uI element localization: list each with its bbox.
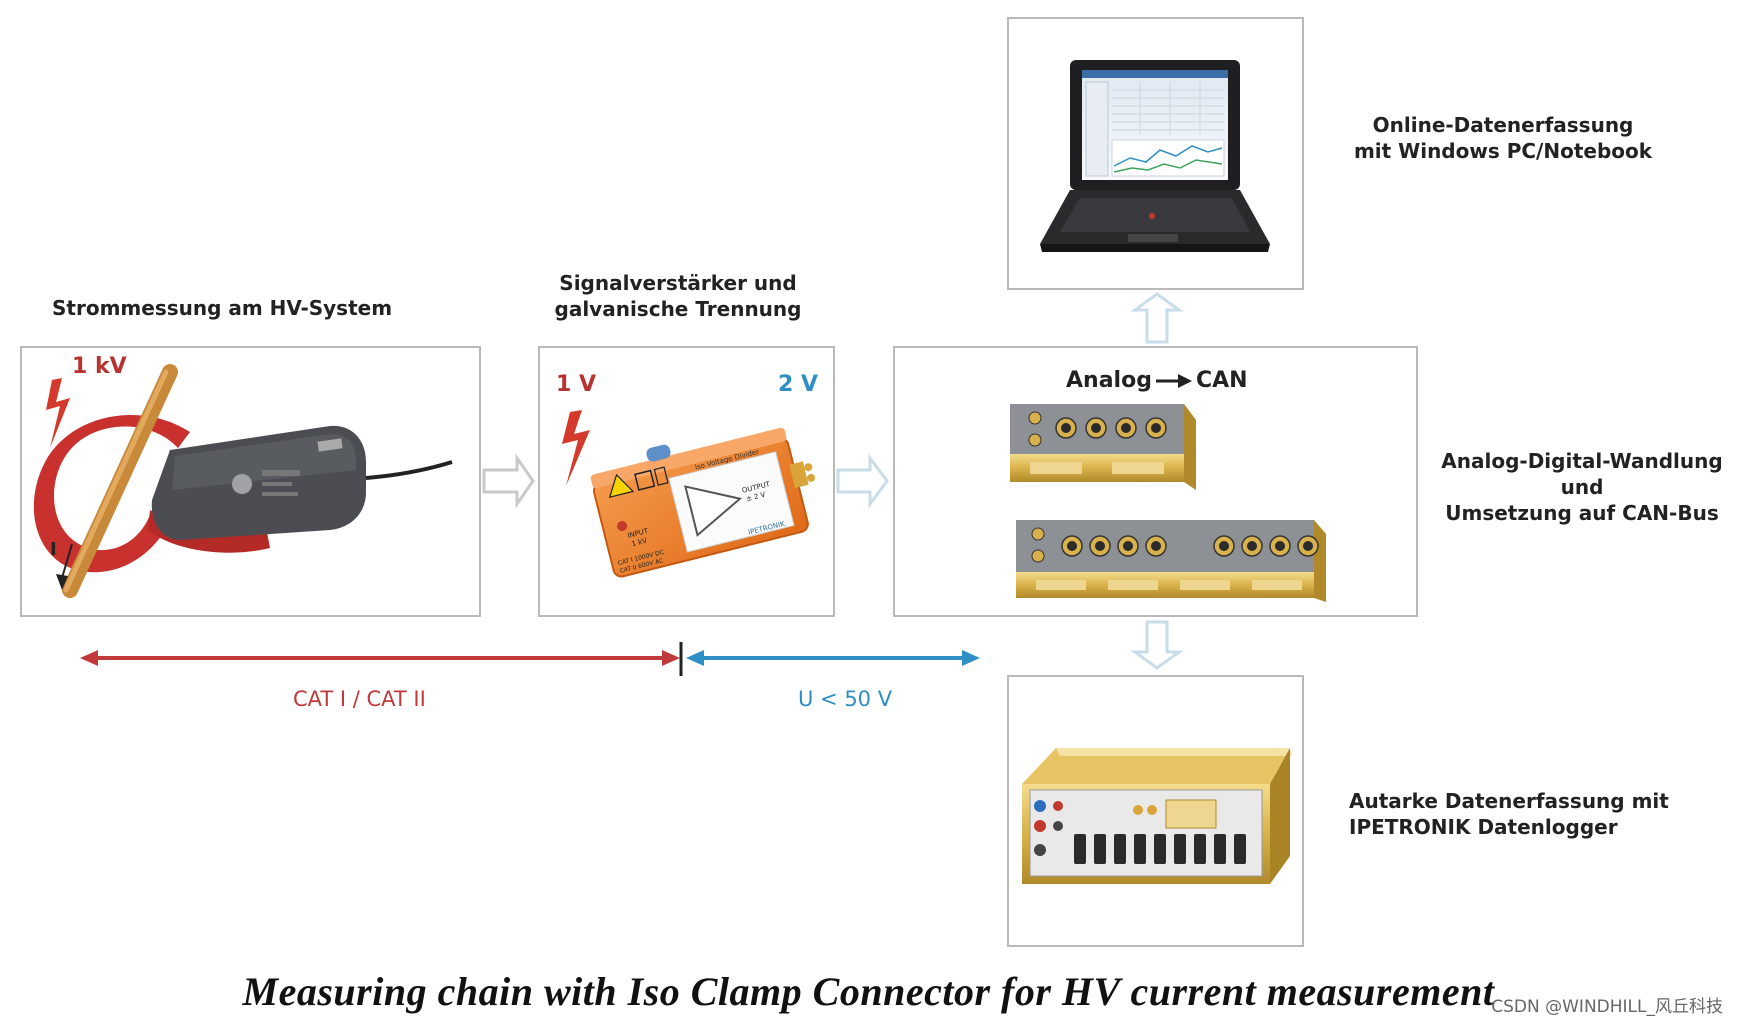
cat-range-line — [80, 650, 680, 666]
logger-port-icon — [1194, 834, 1206, 864]
laptop-illustration — [1040, 60, 1270, 252]
logger-port-icon — [1114, 834, 1126, 864]
amp-output-voltage: 2 V — [778, 372, 818, 397]
clamp-jaw — [33, 415, 191, 573]
can-module-large — [1016, 520, 1326, 602]
iso-voltage-divider-illustration: Iso Voltage Divider INPUT 1 kV OUTPUT ± … — [562, 410, 816, 578]
connector-socket-icon — [1115, 417, 1137, 439]
online-title-line1: Online-Datenerfassung — [1372, 113, 1634, 137]
amplifier-title-line2: galvanische Trennung — [554, 297, 802, 321]
online-title-line2: mit Windows PC/Notebook — [1353, 139, 1653, 163]
connector-socket-icon — [1117, 535, 1139, 557]
cat-range-label: CAT I / CAT II — [293, 687, 426, 711]
adc-title-line3: Umsetzung auf CAN-Bus — [1445, 501, 1719, 525]
flow-arrow-can-to-laptop — [1130, 292, 1184, 344]
clamp-voltage: 1 kV — [72, 354, 127, 379]
connector-socket-icon — [1241, 535, 1263, 557]
flow-arrow-amp-to-can — [836, 453, 889, 509]
adc-title: Analog-Digital-Wandlung und Umsetzung au… — [1432, 448, 1732, 526]
amplifier-title: Signalverstärker und galvanische Trennun… — [538, 270, 818, 322]
connector-socket-icon — [1297, 535, 1319, 557]
connector-socket-icon — [1269, 535, 1291, 557]
connector-socket-icon — [1085, 417, 1107, 439]
can-module-small — [1010, 404, 1196, 490]
conductor-cable — [62, 364, 178, 598]
lightning-bolt-icon — [562, 410, 590, 486]
logger-port-icon — [1174, 834, 1186, 864]
connector-socket-icon — [1145, 535, 1167, 557]
current-symbol: I — [50, 539, 57, 560]
connector-socket-icon — [1213, 535, 1235, 557]
logger-port-icon — [1094, 834, 1106, 864]
clamp-title: Strommessung am HV-System — [52, 296, 393, 320]
logger-title-line2: IPETRONIK Datenlogger — [1349, 815, 1618, 839]
iso-input-value: 1 kV — [631, 537, 648, 549]
flow-arrow-clamp-to-amp — [482, 453, 535, 509]
flow-arrow-can-to-logger — [1130, 620, 1184, 670]
adc-title-line1: Analog-Digital-Wandlung — [1441, 449, 1723, 473]
logger-port-icon — [1074, 834, 1086, 864]
connector-socket-icon — [1145, 417, 1167, 439]
logger-port-icon — [1234, 834, 1246, 864]
logger-title: Autarke Datenerfassung mit IPETRONIK Dat… — [1349, 788, 1669, 840]
figure-caption: Measuring chain with Iso Clamp Connector… — [242, 969, 1495, 1014]
lightning-bolt-icon — [46, 378, 70, 448]
logger-port-icon — [1134, 834, 1146, 864]
amp-input-voltage: 1 V — [556, 372, 596, 397]
can-box-analog-label: Analog — [1066, 368, 1152, 393]
connector-socket-icon — [1061, 535, 1083, 557]
connector-socket-icon — [1055, 417, 1077, 439]
logger-title-line1: Autarke Datenerfassung mit — [1349, 789, 1669, 813]
amplifier-title-line1: Signalverstärker und — [559, 271, 797, 295]
watermark: CSDN @WINDHILL_风丘科技 — [1491, 997, 1723, 1017]
low-voltage-range-line — [686, 650, 980, 666]
online-title: Online-Datenerfassung mit Windows PC/Not… — [1338, 112, 1668, 164]
logger-port-icon — [1214, 834, 1226, 864]
connector-socket-icon — [1089, 535, 1111, 557]
analog-to-can-arrow-icon — [1178, 374, 1192, 388]
logger-port-icon — [1154, 834, 1166, 864]
low-voltage-range-label: U < 50 V — [798, 687, 893, 711]
adc-title-line2: und — [1560, 475, 1604, 499]
clamp-meter-illustration — [33, 364, 453, 598]
can-box-can-label: CAN — [1196, 368, 1248, 393]
